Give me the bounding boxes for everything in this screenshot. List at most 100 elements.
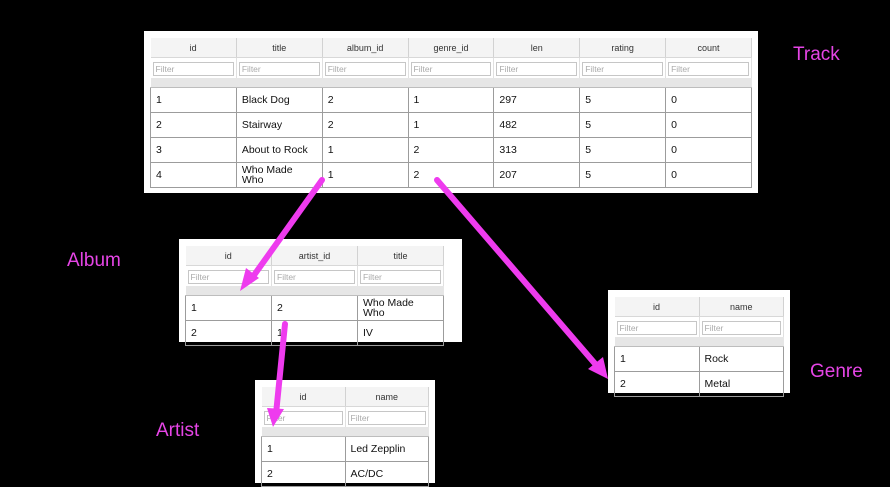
header-separator bbox=[614, 337, 784, 347]
arrowhead-artist bbox=[267, 408, 284, 427]
table-cell[interactable]: 207 bbox=[493, 162, 581, 188]
column-header-title[interactable]: title bbox=[357, 246, 444, 266]
table-cell[interactable]: 1 bbox=[150, 87, 237, 113]
table-cell[interactable]: 3 bbox=[150, 137, 237, 163]
header-separator bbox=[150, 78, 752, 88]
filter-input-artist_id[interactable] bbox=[274, 270, 355, 284]
table-cell[interactable]: 1 bbox=[408, 87, 495, 113]
filter-input-album_id[interactable] bbox=[324, 62, 406, 76]
table-cell[interactable]: 5 bbox=[579, 162, 667, 188]
table-cell[interactable]: AC/DC bbox=[345, 461, 429, 487]
table-cell[interactable]: 2 bbox=[150, 112, 237, 138]
table-cell[interactable]: 0 bbox=[665, 112, 752, 138]
table-cell[interactable]: 482 bbox=[493, 112, 581, 138]
column-header-len[interactable]: len bbox=[493, 38, 581, 58]
table-cell[interactable]: 2 bbox=[322, 87, 409, 113]
table-cell[interactable]: Who Made Who bbox=[236, 162, 323, 188]
column-header-genre_id[interactable]: genre_id bbox=[408, 38, 495, 58]
table-cell[interactable]: 1 bbox=[408, 112, 495, 138]
arrow-track-to-genre bbox=[434, 177, 600, 369]
filter-input-title[interactable] bbox=[238, 62, 320, 76]
table-cell[interactable]: 2 bbox=[271, 295, 358, 321]
filter-input-id[interactable] bbox=[616, 321, 697, 335]
table-cell[interactable]: 5 bbox=[579, 112, 667, 138]
column-header-id[interactable]: id bbox=[150, 38, 237, 58]
table-cell[interactable]: 1 bbox=[322, 137, 409, 163]
filter-row bbox=[614, 316, 784, 337]
table-cell[interactable]: 4 bbox=[150, 162, 237, 188]
column-header-id[interactable]: id bbox=[614, 297, 700, 317]
filter-input-count[interactable] bbox=[668, 62, 749, 76]
arrowhead-genre bbox=[588, 357, 608, 379]
filter-row bbox=[261, 406, 429, 427]
filter-row bbox=[150, 57, 752, 78]
header-separator bbox=[261, 427, 429, 437]
table-cell[interactable]: 2 bbox=[261, 461, 346, 487]
arrow-track-to-album bbox=[249, 177, 325, 281]
filter-input-rating[interactable] bbox=[582, 62, 664, 76]
table-cell[interactable]: IV bbox=[357, 320, 444, 346]
table-cell[interactable]: 2 bbox=[614, 371, 700, 397]
filter-input-len[interactable] bbox=[496, 62, 578, 76]
table-cell[interactable]: 2 bbox=[185, 320, 272, 346]
column-header-rating[interactable]: rating bbox=[579, 38, 667, 58]
track-label: Track bbox=[793, 44, 840, 65]
genre-label: Genre bbox=[810, 361, 863, 382]
arrow-album-to-artist bbox=[273, 321, 288, 417]
column-header-artist_id[interactable]: artist_id bbox=[271, 246, 358, 266]
table-cell[interactable]: 0 bbox=[665, 87, 752, 113]
table-cell[interactable]: 5 bbox=[579, 137, 667, 163]
filter-input-title[interactable] bbox=[360, 270, 441, 284]
table-cell[interactable]: 1 bbox=[614, 346, 700, 372]
filter-input-id[interactable] bbox=[263, 411, 343, 425]
filter-input-name[interactable] bbox=[701, 321, 781, 335]
column-header-title[interactable]: title bbox=[236, 38, 323, 58]
column-header-id[interactable]: id bbox=[261, 387, 346, 407]
column-header-name[interactable]: name bbox=[345, 387, 429, 407]
column-header-album_id[interactable]: album_id bbox=[322, 38, 409, 58]
table-cell[interactable]: Led Zepplin bbox=[345, 436, 429, 462]
arrowhead-album bbox=[240, 268, 259, 291]
table-cell[interactable]: 297 bbox=[493, 87, 581, 113]
table-cell[interactable]: Who Made Who bbox=[357, 295, 444, 321]
table-cell[interactable]: 313 bbox=[493, 137, 581, 163]
table-cell[interactable]: 1 bbox=[261, 436, 346, 462]
table-cell[interactable]: About to Rock bbox=[236, 137, 323, 163]
table-cell[interactable]: Metal bbox=[699, 371, 784, 397]
filter-input-genre_id[interactable] bbox=[410, 62, 492, 76]
table-cell[interactable]: 1 bbox=[322, 162, 409, 188]
column-header-name[interactable]: name bbox=[699, 297, 784, 317]
table-cell[interactable]: 2 bbox=[408, 162, 495, 188]
album-label: Album bbox=[67, 250, 121, 271]
table-cell[interactable]: 1 bbox=[185, 295, 272, 321]
table-cell[interactable]: 0 bbox=[665, 137, 752, 163]
filter-input-name[interactable] bbox=[347, 411, 426, 425]
column-header-count[interactable]: count bbox=[665, 38, 752, 58]
table-cell[interactable]: 5 bbox=[579, 87, 667, 113]
table-cell[interactable]: 2 bbox=[322, 112, 409, 138]
filter-input-id[interactable] bbox=[152, 62, 234, 76]
table-cell[interactable]: 0 bbox=[665, 162, 752, 188]
table-cell[interactable]: 2 bbox=[408, 137, 495, 163]
table-cell[interactable]: Rock bbox=[699, 346, 784, 372]
table-cell[interactable]: Black Dog bbox=[236, 87, 323, 113]
table-cell[interactable]: Stairway bbox=[236, 112, 323, 138]
